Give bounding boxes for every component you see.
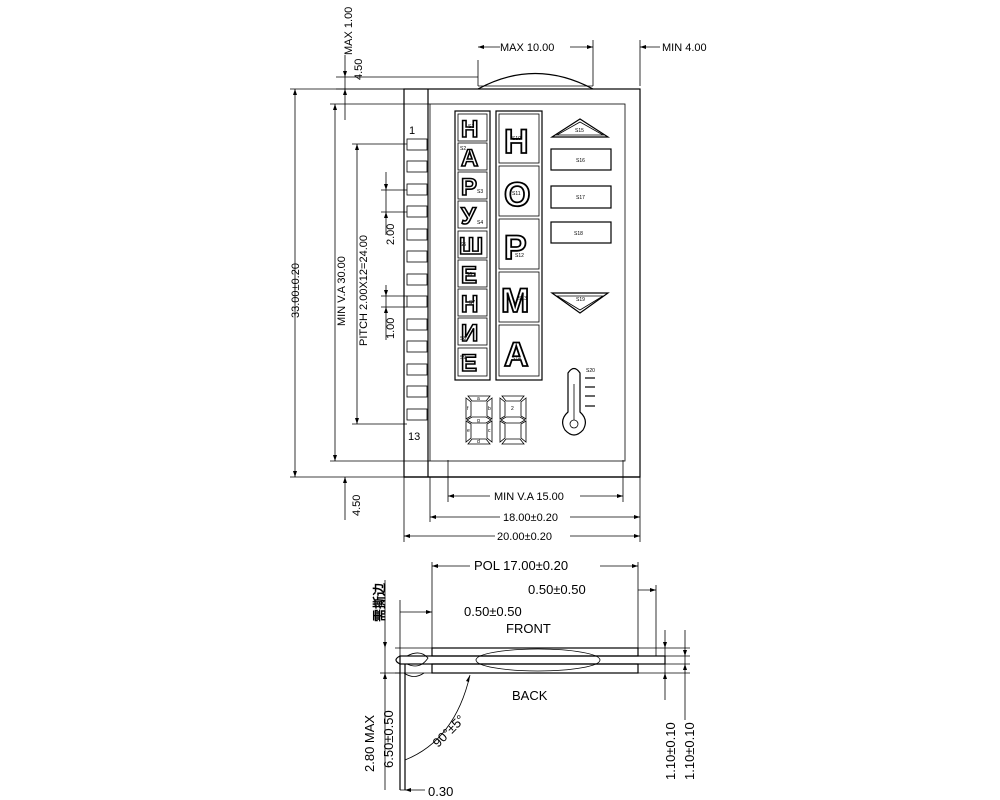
dim-w18: 18.00±0.20: [503, 512, 558, 524]
seg-tag-s19: S19: [576, 297, 585, 303]
seg-label-b: b: [488, 406, 491, 412]
dim-height-33: 33.00±0.20: [290, 263, 302, 318]
seg-label-g: g: [477, 418, 480, 424]
seven-seg-digit-2: [499, 395, 527, 445]
pin-13-label: 13: [408, 431, 420, 443]
dim-w20: 20.00±0.20: [497, 531, 552, 543]
seg-label-f: f: [467, 406, 469, 412]
seg-label-2: 2: [511, 406, 514, 412]
right-letter-4: М: [501, 282, 529, 320]
dim-pin-6-5: 6.50±0.50: [381, 710, 396, 768]
top-dimensions: [290, 40, 660, 120]
seg-tag-s2: S2: [460, 146, 466, 152]
dim-min-4: MIN 4.00: [662, 42, 707, 54]
left-letter-1: Н: [461, 116, 478, 143]
seg-tag-s6: S6: [466, 272, 472, 278]
right-letter-3: Р: [504, 229, 527, 267]
left-letter-6: Е: [461, 262, 477, 289]
left-letter-5: Ш: [459, 233, 483, 260]
side-view: [395, 647, 690, 790]
seg-tag-s13: S13: [518, 296, 527, 302]
label-back: BACK: [512, 688, 548, 703]
seg-tag-s5: S5: [460, 242, 466, 248]
seg-tag-s15: S15: [575, 128, 584, 134]
dim-pitch-1: 1.00: [385, 318, 397, 339]
seg-tag-s14: S14: [512, 356, 521, 362]
dim-thickness-1-10-a: 1.10±0.10: [663, 722, 678, 780]
seg-tag-s20: S20: [586, 368, 595, 374]
left-letter-4: У: [461, 203, 477, 230]
seg-tag-s4: S4: [477, 220, 483, 226]
left-letter-9: Е: [461, 350, 477, 377]
right-word: [495, 110, 543, 381]
dim-pitch-2: 2.00: [385, 224, 397, 245]
pin-1-label: 1: [409, 125, 415, 137]
indicator-box-1: [550, 148, 612, 171]
label-front: FRONT: [506, 621, 551, 636]
arrow-up-icon: [549, 118, 611, 138]
right-letter-1: Н: [504, 123, 529, 161]
dim-angle: 90°±5°: [430, 712, 468, 750]
dim-max-10: MAX 10.00: [500, 42, 554, 54]
seg-tag-s10: S10: [512, 136, 521, 142]
seg-label-e: e: [467, 428, 470, 434]
dim-max-2-8: 2.80 MAX: [362, 715, 377, 772]
indicator-box-2: [550, 185, 612, 209]
seg-tag-s12: S12: [515, 253, 524, 259]
seg-tag-s7: S7: [469, 300, 475, 306]
seg-label-c: c: [488, 428, 491, 434]
dim-min-va-15: MIN V.A 15.00: [494, 491, 564, 503]
seven-seg-digit-1: [465, 395, 493, 445]
dim-pol: POL 17.00±0.20: [474, 558, 568, 573]
dim-top-4-50: 4.50: [353, 59, 365, 80]
left-letter-2: А: [461, 145, 478, 172]
label-chinese-note: 需撕边: [372, 582, 387, 622]
dim-min-va-30: MIN V.A 30.00: [336, 256, 348, 326]
left-dimensions: [290, 89, 430, 520]
seg-label-d: d: [477, 439, 480, 445]
lcd-outline: [403, 72, 641, 478]
dim-thickness-0-30: 0.30: [428, 784, 453, 799]
seg-label-a: a: [477, 396, 480, 402]
thermometer-icon: [562, 367, 595, 436]
left-word: [454, 110, 491, 381]
dim-max-1: MAX 1.00: [343, 7, 355, 55]
seg-tag-s16: S16: [576, 158, 585, 164]
seg-tag-s9: S9: [460, 355, 466, 361]
bottom-dimensions: [403, 460, 641, 542]
pin-row: [406, 138, 428, 421]
dim-offset-a: 0.50±0.50: [528, 582, 586, 597]
left-letter-3: Р: [461, 174, 477, 201]
seg-tag-s1: S1: [468, 124, 474, 130]
left-letter-7: Н: [461, 291, 478, 318]
arrow-down-icon: [550, 292, 610, 314]
right-letter-2: О: [504, 176, 530, 214]
indicator-box-3: [550, 221, 612, 244]
left-letter-8: И: [461, 320, 478, 347]
dim-thickness-1-10-b: 1.10±0.10: [682, 722, 697, 780]
seg-tag-s11: S11: [512, 191, 521, 197]
dim-bottom-4-50: 4.50: [351, 495, 363, 516]
seg-tag-s18: S18: [574, 231, 583, 237]
dim-pitch: PITCH 2.00X12=24.00: [358, 235, 370, 346]
right-letter-5: А: [504, 336, 529, 374]
side-dimensions: [380, 562, 687, 792]
seg-tag-s8: S8: [460, 336, 466, 342]
seg-tag-s17: S17: [576, 195, 585, 201]
dim-offset-b: 0.50±0.50: [464, 604, 522, 619]
seg-tag-s3: S3: [477, 189, 483, 195]
